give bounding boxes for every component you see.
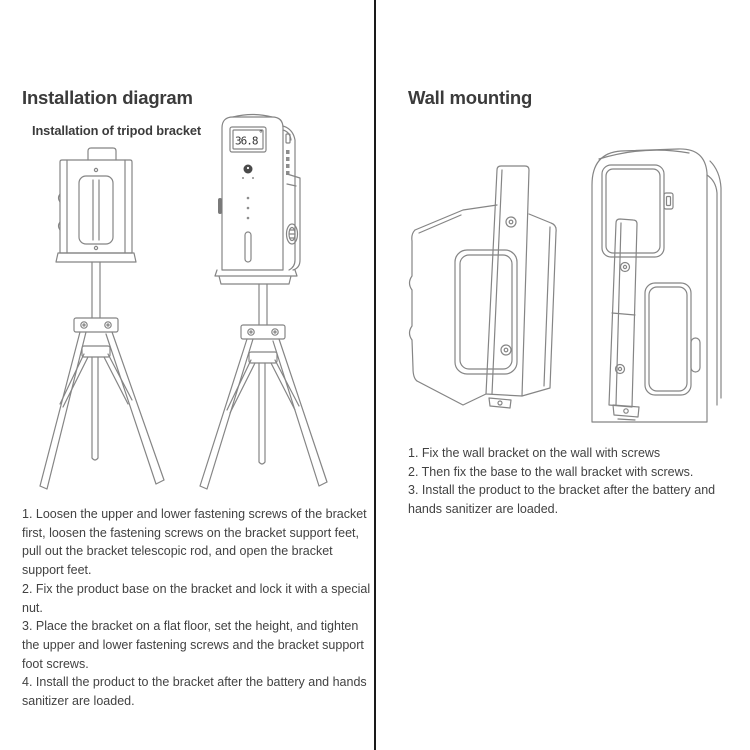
mounting-rail bbox=[608, 218, 638, 408]
screw-icon bbox=[500, 344, 512, 356]
section-title-wall-mounting: Wall mounting bbox=[408, 87, 533, 108]
bracket-body bbox=[408, 204, 557, 406]
instruction-step: 3. Install the product to the bracket af… bbox=[408, 483, 716, 517]
instruction-step: 3. Place the bracket on a flat floor, se… bbox=[22, 619, 364, 671]
tripod-hub bbox=[240, 324, 286, 364]
instruction-step: 1. Loosen the upper and lower fastening … bbox=[22, 507, 367, 578]
bracket-edge bbox=[286, 173, 301, 271]
instruction-step: 4. Install the product to the bracket af… bbox=[22, 675, 367, 709]
instruction-step: 2. Then fix the base to the wall bracket… bbox=[408, 464, 694, 479]
instruction-step: 1. Fix the wall bracket on the wall with… bbox=[408, 446, 661, 460]
wall-mount-instructions: 1. Fix the wall bracket on the wall with… bbox=[408, 444, 746, 519]
connector-nub bbox=[663, 192, 674, 210]
screw-icon bbox=[271, 328, 279, 336]
indicator-lights bbox=[246, 196, 250, 220]
sanitizer-slot bbox=[244, 231, 252, 263]
sanitizer-device: 36.8 ° bbox=[214, 113, 301, 285]
side-button bbox=[218, 198, 222, 214]
wall-bracket-diagram bbox=[408, 165, 557, 409]
svg-text:36.8: 36.8 bbox=[235, 135, 258, 148]
screw-icon bbox=[93, 167, 99, 173]
svg-text:°: ° bbox=[259, 129, 264, 138]
device-base bbox=[214, 269, 298, 285]
section-title-installation-diagram: Installation diagram bbox=[22, 87, 193, 108]
screw-icon bbox=[614, 363, 626, 375]
tripod-legs bbox=[39, 331, 165, 490]
column-divider bbox=[374, 0, 376, 750]
tripod-bracket-diagram bbox=[39, 147, 165, 490]
screw-icon bbox=[80, 321, 88, 329]
tripod-subtitle: Installation of tripod bracket bbox=[32, 123, 202, 138]
bottom-latch bbox=[488, 397, 512, 409]
screw-icon bbox=[104, 321, 112, 329]
screw-icon bbox=[619, 261, 631, 273]
screw-icon bbox=[247, 328, 255, 336]
side-slot bbox=[690, 337, 701, 373]
instruction-step: 2. Fix the product base on the bracket a… bbox=[22, 581, 371, 615]
temperature-display: 36.8 ° bbox=[229, 126, 267, 153]
tripod-instructions: 1. Loosen the upper and lower fastening … bbox=[22, 505, 374, 711]
telescopic-rod bbox=[91, 261, 101, 319]
dispenser-knob bbox=[285, 223, 299, 245]
wall-device-diagram bbox=[591, 148, 722, 423]
tripod-legs bbox=[199, 338, 328, 490]
device-back-shell bbox=[591, 148, 722, 423]
side-ports bbox=[285, 133, 291, 175]
tripod-hub bbox=[73, 317, 119, 358]
bottom-latch bbox=[612, 404, 640, 421]
telescopic-rod bbox=[258, 283, 268, 326]
tripod-device-diagram: 36.8 ° bbox=[199, 113, 328, 490]
mounting-rail bbox=[485, 165, 530, 397]
screw-icon bbox=[93, 245, 99, 251]
floor-bracket bbox=[55, 147, 137, 263]
screw-icon bbox=[505, 216, 517, 228]
